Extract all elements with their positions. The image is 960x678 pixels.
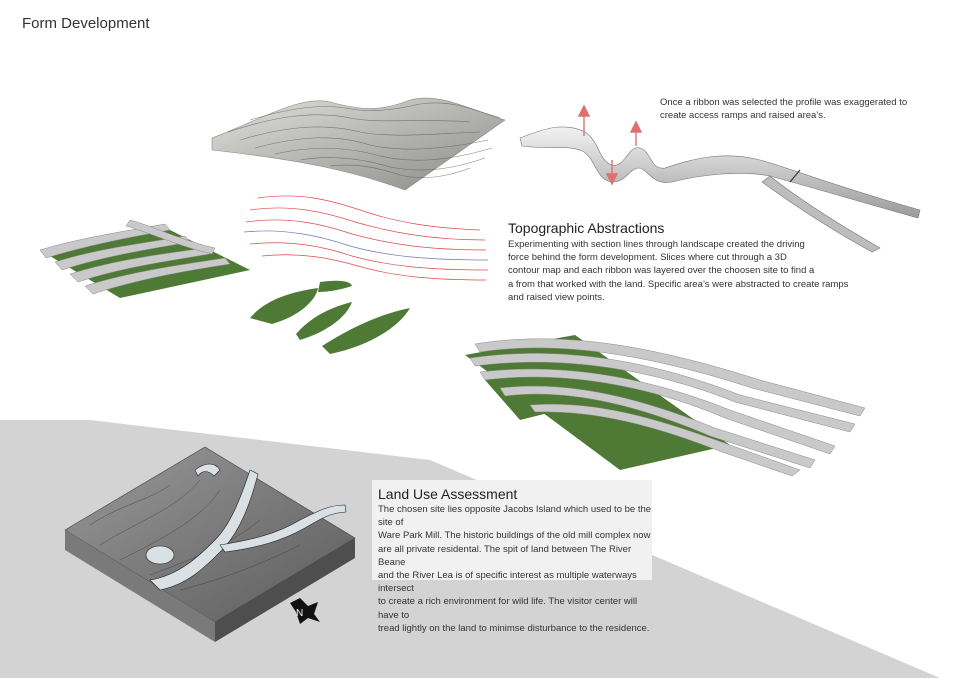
ribbon-scheme-model [465,335,866,477]
section-lines-drawing [243,195,489,281]
north-arrow-icon: N [290,598,320,624]
ribbon-note: Once a ribbon was selected the profile w… [660,97,908,121]
land-use-panel [372,480,652,580]
exaggerated-ribbon-model [519,104,921,253]
topographic-body: Experimenting with section lines through… [508,239,849,303]
svg-text:N: N [296,608,303,619]
land-use-body: The chosen site lies opposite Jacobs Isl… [378,504,652,634]
page-title: Form Development [22,15,150,32]
land-use-heading: Land Use Assessment [378,486,518,502]
grass-patches-model [250,280,410,354]
terrain-surface-model [211,97,506,191]
site-terrain-block [64,446,356,642]
ribbons-over-grass-model [39,219,250,298]
topographic-heading: Topographic Abstractions [508,220,665,236]
